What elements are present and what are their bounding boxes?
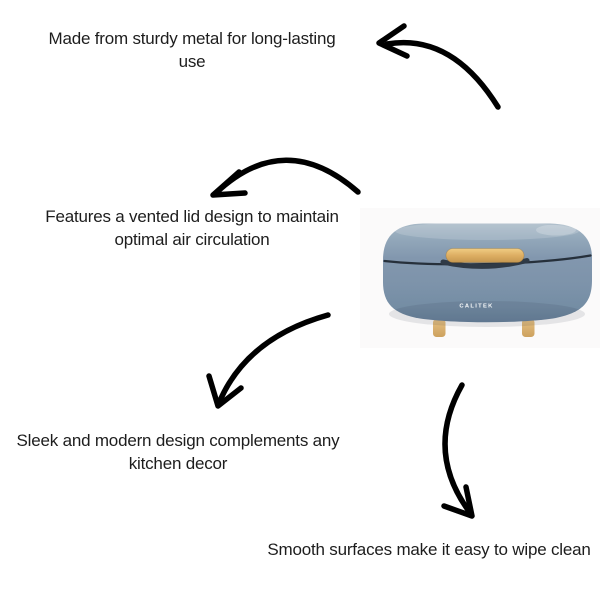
feature-text-easy-clean: Smooth surfaces make it easy to wipe cle… bbox=[229, 538, 600, 561]
feature-line: Made from sturdy metal for long-lasting bbox=[48, 29, 336, 48]
bread-bin-illustration: CALITEK bbox=[383, 222, 592, 337]
brand-label: CALITEK bbox=[459, 304, 493, 310]
feature-line: Smooth surfaces make it easy to wipe cle… bbox=[267, 540, 591, 559]
bread-bin-body bbox=[383, 223, 592, 323]
wooden-foot-left bbox=[433, 319, 446, 337]
lid-sheen bbox=[395, 222, 579, 240]
body-bottom-shade bbox=[389, 301, 585, 327]
feature-line: kitchen decor bbox=[128, 454, 228, 473]
lid-sheen-spot bbox=[536, 224, 576, 236]
arrow-to-vented-lid bbox=[210, 157, 361, 198]
product-photo: CALITEK bbox=[360, 208, 600, 348]
arrow-to-easy-clean bbox=[441, 382, 475, 519]
feature-line: use bbox=[178, 52, 206, 71]
wooden-foot-right bbox=[522, 319, 535, 337]
arrow-to-sleek-design bbox=[206, 312, 331, 409]
feature-line: optimal air circulation bbox=[114, 230, 270, 249]
feature-text-sturdy-metal: Made from sturdy metal for long-lasting … bbox=[17, 27, 367, 73]
feature-text-vented-lid: Features a vented lid design to maintain… bbox=[17, 205, 367, 251]
feature-text-sleek-design: Sleek and modern design complements any … bbox=[0, 429, 356, 475]
handle-recess-shadow bbox=[440, 258, 530, 269]
feature-line: Sleek and modern design complements any bbox=[16, 431, 340, 450]
wooden-handle bbox=[445, 248, 525, 263]
arrow-to-sturdy-metal bbox=[376, 23, 501, 110]
feature-line: Features a vented lid design to maintain bbox=[45, 207, 339, 226]
